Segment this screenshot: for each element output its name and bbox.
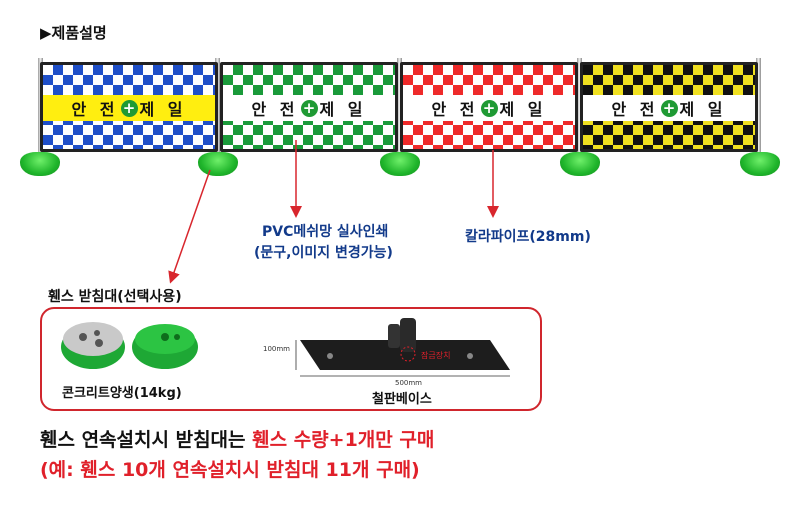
steel-plate (300, 340, 510, 370)
concrete-hole (94, 330, 100, 336)
fence-base (380, 152, 420, 176)
fence-pole (397, 58, 402, 160)
pipe-callout-label: 칼라파이프(28mm) (465, 229, 591, 245)
pipe-socket (400, 318, 416, 352)
concrete-hole (79, 333, 87, 341)
fence-base (198, 152, 238, 176)
stand-options-box (40, 307, 542, 411)
mesh-callout-label: PVC메쉬망 실사인쇄 (262, 224, 389, 240)
mesh-callout-sublabel: (문구,이미지 변경가능) (254, 245, 393, 261)
lock-label: 잠금장치 (421, 351, 451, 360)
concrete-base-illustration (61, 322, 198, 369)
concrete-top (63, 322, 123, 356)
panel-band: 안 전 + 제 일 (223, 95, 395, 121)
panel-text: 제 일 (319, 100, 367, 119)
fence-panel-yellow: 안 전 + 제 일 (580, 62, 758, 152)
plus-icon: + (300, 99, 318, 117)
panel-band: 안 전 + 제 일 (583, 95, 755, 121)
stand-heading: 휀스 받침대(선택사용) (48, 289, 182, 305)
panel-text: 안 전 (71, 100, 119, 119)
concrete-label: 콘크리트양생(14kg) (62, 386, 182, 401)
notice-line-2: (예: 휀스 10개 연속설치시 받침대 11개 구매) (40, 459, 420, 481)
notice-text: 휀스 연속설치시 받침대는 (40, 429, 253, 451)
arrow-to-stand (168, 169, 211, 284)
steel-label: 철판베이스 (372, 392, 432, 407)
pipe-socket-side (388, 324, 400, 348)
dimension-height: 100mm (263, 345, 290, 353)
steel-base-illustration (295, 318, 510, 377)
plus-icon: + (120, 99, 138, 117)
panel-band: 안 전 + 제 일 (403, 95, 575, 121)
panel-text: 제 일 (139, 100, 187, 119)
panel-text: 제 일 (499, 100, 547, 119)
panel-text: 안 전 (431, 100, 479, 119)
concrete-hole (95, 339, 103, 347)
fence-pole (577, 58, 582, 160)
section-title: ▶제품설명 (40, 24, 107, 42)
fence-panel-blue: 안 전 + 제 일 (40, 62, 218, 152)
plus-icon: + (660, 99, 678, 117)
panel-text: 안 전 (611, 100, 659, 119)
fence-base (560, 152, 600, 176)
notice-highlight: 휀스 수량+1개만 구매 (252, 429, 435, 451)
green-hole (174, 334, 180, 340)
dimension-width: 500mm (395, 379, 422, 387)
fence-pole (756, 58, 761, 160)
plus-icon: + (480, 99, 498, 117)
lock-marker (400, 346, 416, 362)
panel-text: 안 전 (251, 100, 299, 119)
fence-panel-green: 안 전 + 제 일 (220, 62, 398, 152)
notice-line-1: 휀스 연속설치시 받침대는 휀스 수량+1개만 구매 (40, 425, 434, 452)
fence-panel-red: 안 전 + 제 일 (400, 62, 578, 152)
plate-hole (327, 353, 333, 359)
panel-text: 제 일 (679, 100, 727, 119)
fence-base (20, 152, 60, 176)
plate-hole (467, 353, 473, 359)
panel-band: 안 전 + 제 일 (43, 95, 215, 121)
green-hole (161, 333, 169, 341)
fence-base (740, 152, 780, 176)
